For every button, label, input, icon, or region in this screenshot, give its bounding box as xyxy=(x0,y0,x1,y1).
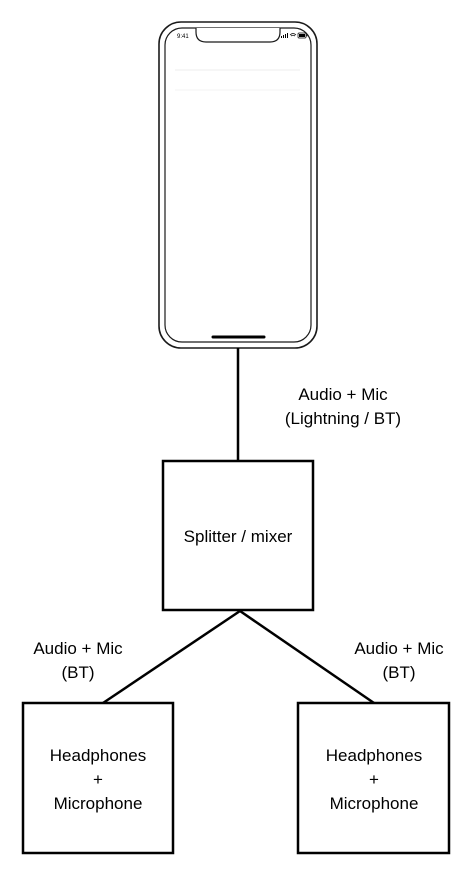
right-connection-label-line2: (BT) xyxy=(382,663,415,682)
headset-right-line1: Headphones xyxy=(326,746,422,765)
wifi-icon xyxy=(289,33,297,37)
headset-left-line1: Headphones xyxy=(50,746,146,765)
phone-connection-label-line1: Audio + Mic xyxy=(298,385,388,404)
splitter-to-right-line xyxy=(239,609,375,705)
phone-notch xyxy=(195,28,281,43)
headset-left-line2: + xyxy=(93,770,103,789)
splitter-to-left-line xyxy=(102,609,241,705)
right-connection-label-line1: Audio + Mic xyxy=(354,639,444,658)
headset-right-line2: + xyxy=(369,770,379,789)
splitter-label: Splitter / mixer xyxy=(184,527,293,546)
status-time: 9:41 xyxy=(177,34,189,40)
phone-connection-label-line2: (Lightning / BT) xyxy=(285,409,401,428)
headset-left-box xyxy=(21,701,175,855)
headset-right-box xyxy=(296,701,451,855)
left-connection-label-line1: Audio + Mic xyxy=(33,639,123,658)
headset-left-line3: Microphone xyxy=(54,794,143,813)
signal-icon xyxy=(281,33,288,38)
phone: 9:41 xyxy=(158,21,318,349)
battery-icon xyxy=(297,32,308,39)
splitter-box xyxy=(161,459,315,612)
headset-right-line3: Microphone xyxy=(330,794,419,813)
left-connection-label-line2: (BT) xyxy=(61,663,94,682)
phone-screen xyxy=(164,27,312,343)
